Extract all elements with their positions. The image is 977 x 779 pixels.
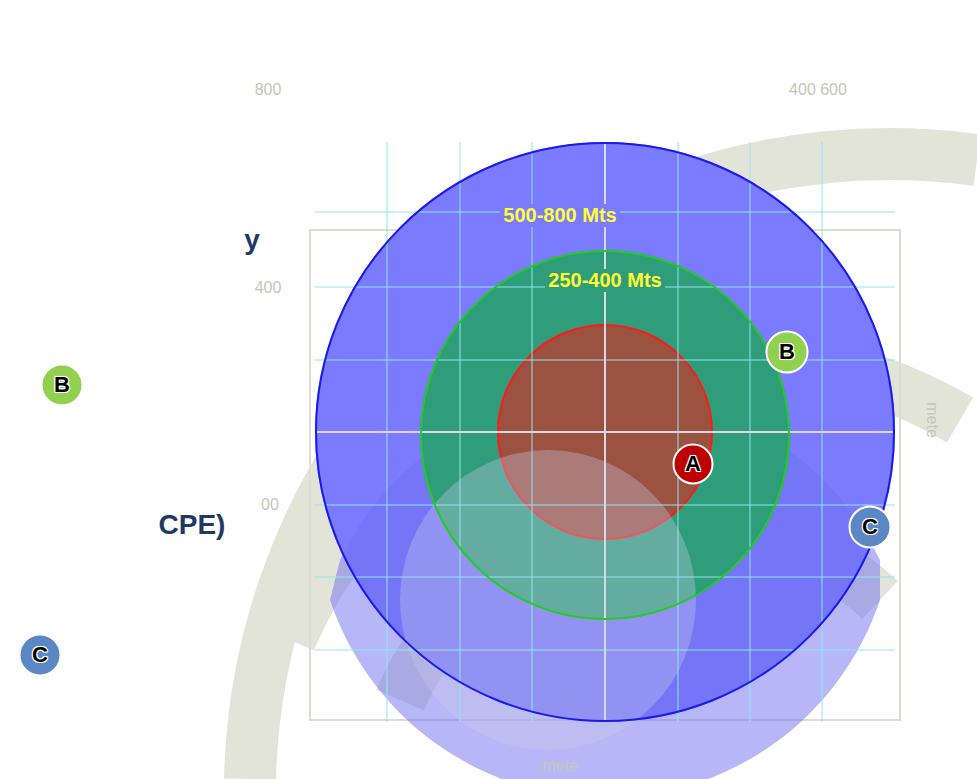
axis-unit: mete xyxy=(923,402,941,438)
outer-zone-circle: 500-800 Mts250-400 MtsABC xyxy=(315,142,895,722)
badge-letter: B xyxy=(54,372,70,398)
zone-outline xyxy=(420,250,790,620)
range-label: 250-400 Mts xyxy=(545,269,664,292)
faint-disc xyxy=(400,450,696,750)
legend-text-fragment: y xyxy=(244,224,260,256)
zone-badge: B xyxy=(40,363,84,407)
zone-badge: A xyxy=(672,443,714,485)
axis-unit: mete xyxy=(542,757,578,775)
badge-letter: A xyxy=(685,451,701,477)
zone-badge: C xyxy=(848,505,892,549)
badge-letter: C xyxy=(862,514,878,540)
axis-number: 400 xyxy=(255,279,282,297)
badge-letter: C xyxy=(32,642,48,668)
axis-lines xyxy=(315,142,895,722)
range-label: 500-800 Mts xyxy=(500,204,619,227)
zone-outline xyxy=(315,142,895,722)
zone-badge: C xyxy=(18,633,62,677)
legend-text-fragment: CPE) xyxy=(159,509,226,541)
axis-number: 00 xyxy=(261,496,279,514)
badge-letter: B xyxy=(779,339,795,365)
axis-number: 800 xyxy=(255,81,282,99)
axis-number: 400 600 xyxy=(789,81,847,99)
grid-lines xyxy=(315,142,895,722)
zone-badge: B xyxy=(765,330,809,374)
middle-zone-circle: 250-400 MtsA xyxy=(420,250,790,620)
